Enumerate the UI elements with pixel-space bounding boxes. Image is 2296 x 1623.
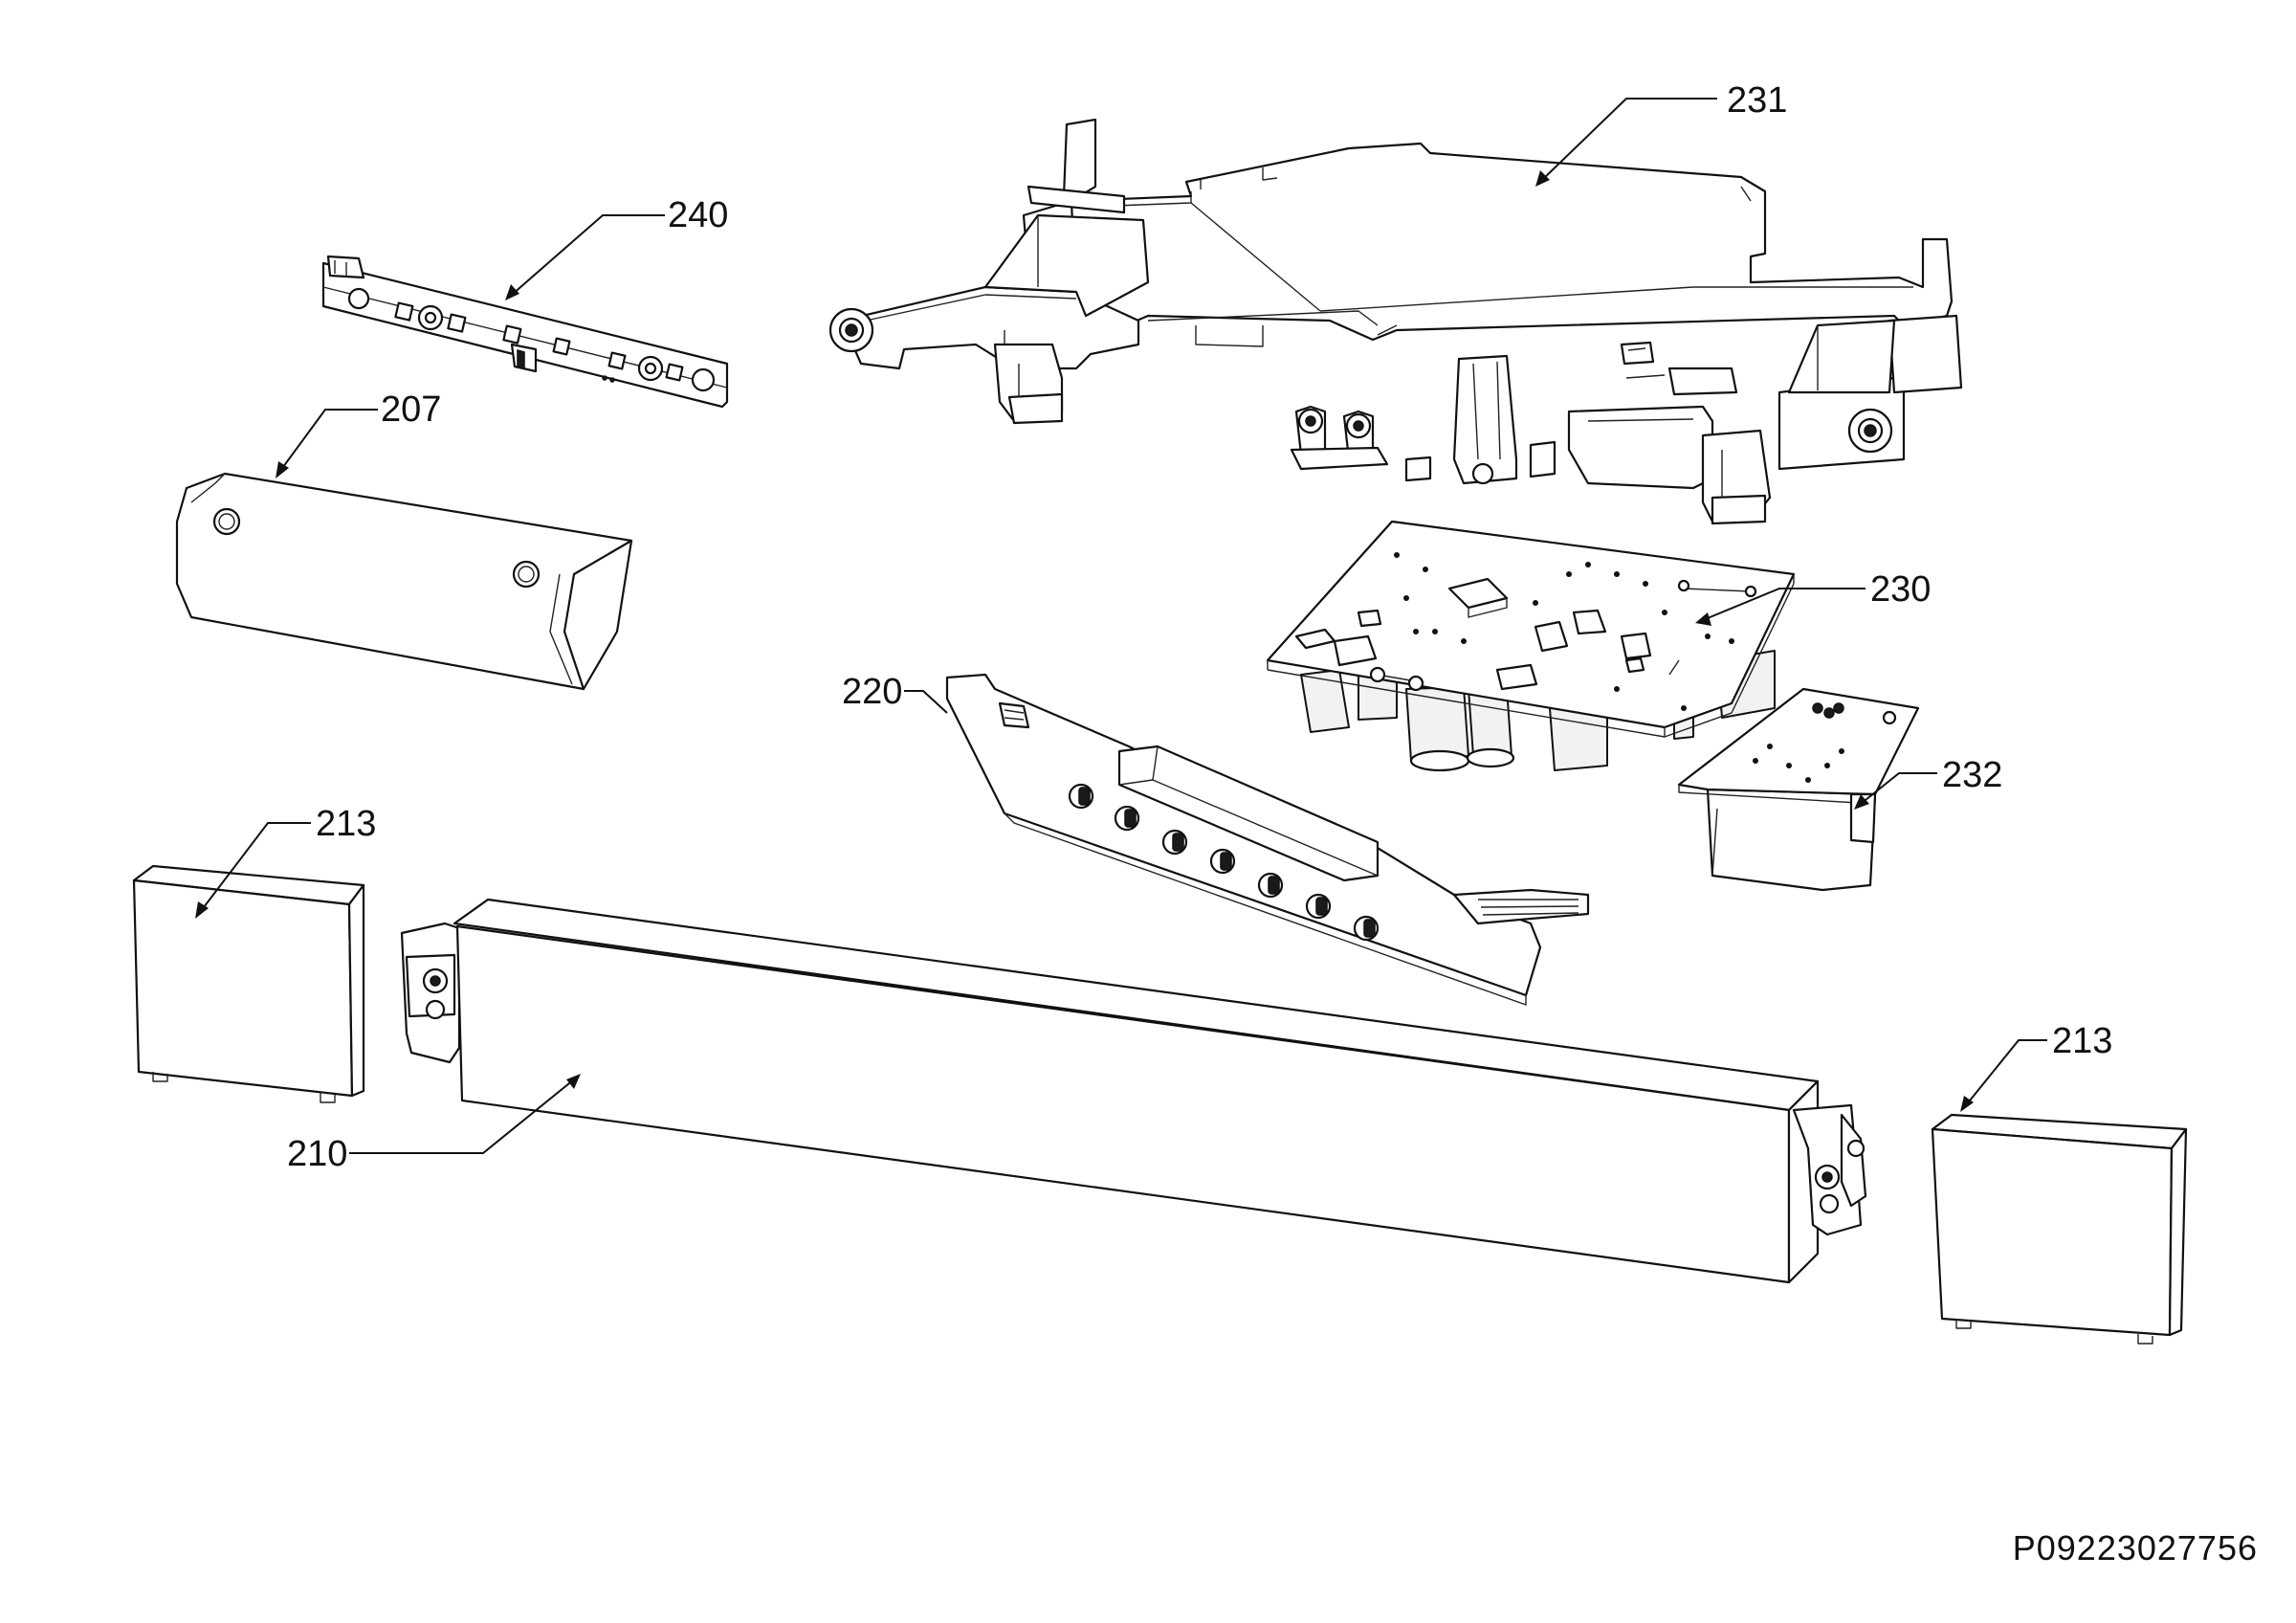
label-231: 231 [1727,80,1787,121]
part-207-cover [175,472,633,691]
label-207: 207 [381,389,441,430]
callouts: 231 240 207 230 220 232 213 213 210 [195,80,2112,1174]
document-id: P09223027756 [2013,1528,2258,1567]
part-213-left-end-cap [132,864,365,1103]
part-213-right-end-cap [1931,1113,2188,1345]
label-220: 220 [842,672,902,712]
label-230: 230 [1870,569,1931,610]
part-230-main-board [1266,520,1796,772]
part-231-frame [828,118,1963,525]
label-213-right: 213 [2052,1021,2112,1061]
label-210: 210 [287,1134,347,1174]
part-220-key-board [945,673,1590,1006]
part-240-button-board [321,255,729,409]
label-240: 240 [668,195,728,235]
label-213-left: 213 [316,804,376,844]
part-210-control-panel [400,898,1867,1284]
part-232-module [1677,687,1920,892]
label-232: 232 [1942,755,2002,795]
